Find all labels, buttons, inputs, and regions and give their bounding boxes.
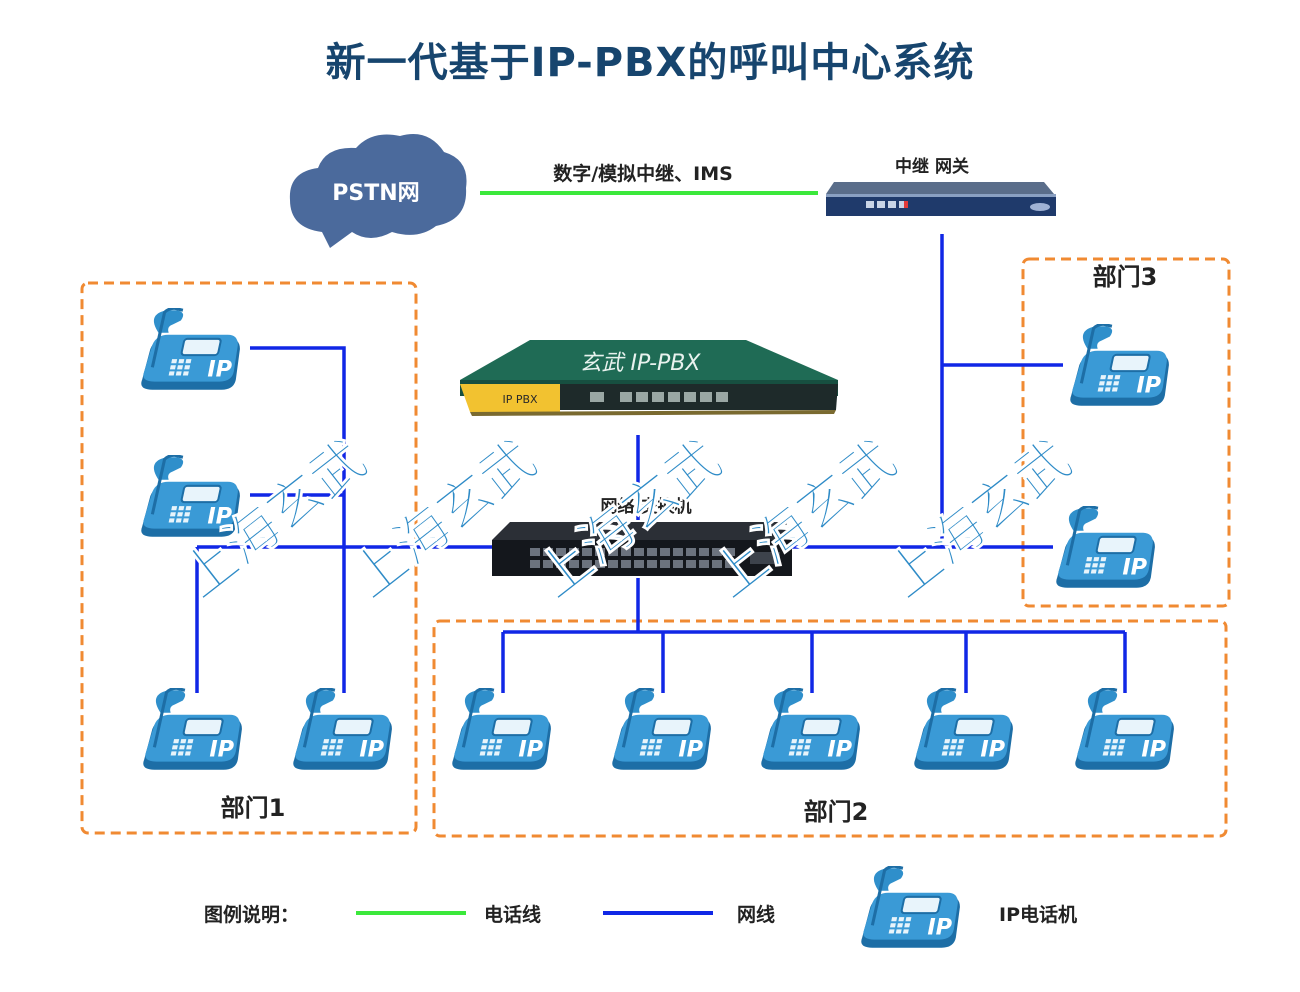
dept1-phone-4 xyxy=(291,688,394,772)
switch-label: 网络 交换机 xyxy=(601,496,692,517)
pstn-cloud-icon: PSTN网 xyxy=(289,134,467,248)
dept2-phone-3 xyxy=(759,688,862,772)
dept3-phone-1 xyxy=(1068,324,1171,408)
trunk-gateway-icon: 中继 网关 xyxy=(826,156,1056,216)
legend-ip-phone-icon xyxy=(859,866,962,950)
dept2-phone-4 xyxy=(912,688,1015,772)
dept2-phone-5 xyxy=(1073,688,1176,772)
watermarks: 上海玄武 上海玄武 上海玄武 上海玄武 上海玄武 xyxy=(169,427,1084,611)
watermark-5: 上海玄武 xyxy=(874,428,1083,611)
legend-network-line-label: 网线 xyxy=(737,903,775,926)
gateway-label: 中继 网关 xyxy=(895,156,969,177)
pbx-front-label: IP PBX xyxy=(502,393,538,406)
legend-phone-line-label: 电话线 xyxy=(484,903,541,926)
ip-pbx-icon: 玄武 IP-PBX IP PBX xyxy=(460,340,838,416)
department-3-label: 部门3 xyxy=(1093,263,1158,291)
page-title: 新一代基于IP-PBX的呼叫中心系统 xyxy=(325,40,975,86)
network-lines xyxy=(195,234,1127,693)
dept3-phone-2 xyxy=(1054,506,1157,590)
department-1-frame xyxy=(80,281,418,835)
pstn-label: PSTN网 xyxy=(332,181,419,206)
watermark-3: 上海玄武 xyxy=(524,428,733,611)
dept1-phone-3 xyxy=(141,688,244,772)
legend-title: 图例说明： xyxy=(204,903,299,926)
watermark-4: 上海玄武 xyxy=(699,428,908,611)
dept2-phone-1 xyxy=(450,688,553,772)
dept1-phone-1 xyxy=(139,308,242,392)
legend-ip-phone-label: IP电话机 xyxy=(999,903,1077,926)
pbx-brand-label: 玄武 IP-PBX xyxy=(580,351,702,376)
department-2-frame xyxy=(432,619,1228,838)
trunk-link-label: 数字/模拟中继、IMS xyxy=(553,162,733,185)
watermark-2: 上海玄武 xyxy=(339,428,548,611)
department-1-label: 部门1 xyxy=(221,794,286,822)
dept2-phone-2 xyxy=(610,688,713,772)
department-3-frame xyxy=(1021,257,1231,608)
legend: 图例说明： 电话线 网线 IP电话机 xyxy=(204,866,1077,950)
network-switch-icon: 网络 交换机 xyxy=(492,496,792,576)
department-2-label: 部门2 xyxy=(804,798,869,826)
